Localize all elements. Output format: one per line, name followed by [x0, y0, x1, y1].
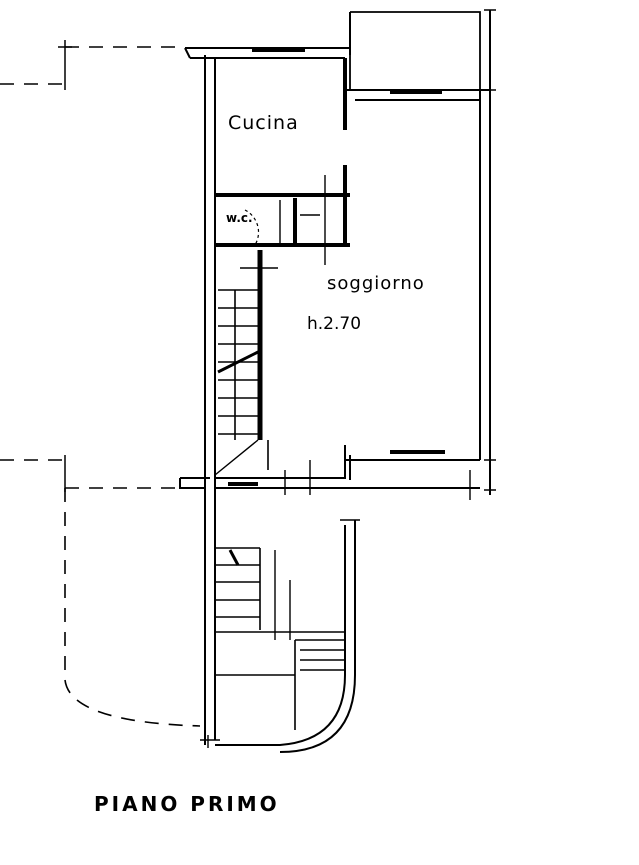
wall-living-bottom — [179, 445, 480, 489]
room-label-wc: w.c. — [226, 211, 253, 225]
wall-left — [184, 47, 350, 745]
wall-wc — [215, 193, 350, 247]
staircase — [214, 289, 269, 476]
room-label-living: soggiorno — [327, 273, 425, 294]
wall-living-right — [479, 10, 491, 495]
room-label-kitchen: Cucina — [228, 112, 299, 134]
window — [228, 48, 445, 486]
balcony-top — [349, 11, 481, 90]
plan-title: PIANO PRIMO — [94, 792, 280, 816]
lower-area — [200, 519, 360, 753]
room-height-label: h.2.70 — [307, 314, 362, 334]
dashed-boundary — [0, 46, 201, 727]
